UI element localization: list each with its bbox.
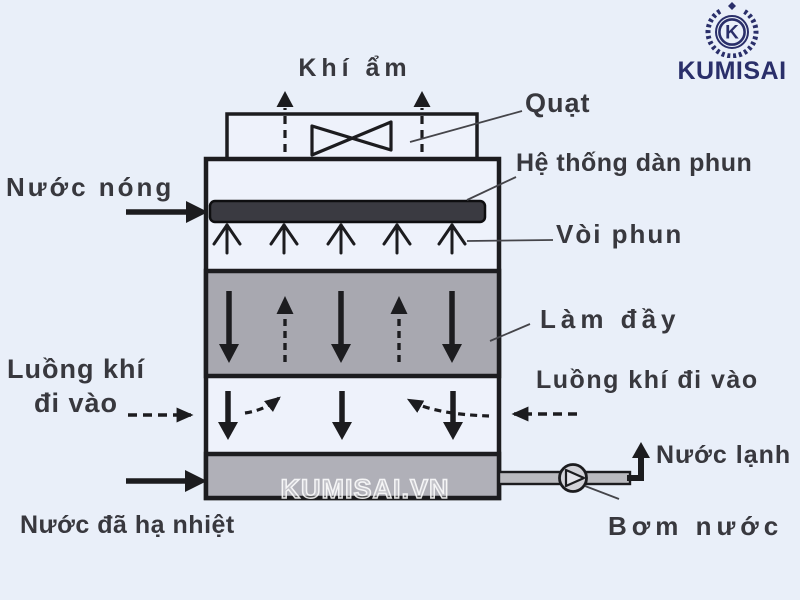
spray-system-leader-line [466, 176, 517, 201]
fill-leader-line [489, 323, 531, 342]
spray-nozzle-icon [269, 223, 299, 255]
leader-lines [409, 110, 620, 500]
label-nozzle: Vòi phun [556, 219, 684, 249]
fan-icon [310, 120, 393, 157]
pump-piping [497, 442, 650, 493]
spray-nozzle-icon [212, 223, 242, 255]
cooled-water-arrow-icon [126, 470, 207, 492]
label-spray-system: Hệ thống dàn phun [516, 149, 753, 177]
wreath-crest-icon [728, 2, 736, 10]
pipe-left [497, 470, 563, 486]
nozzle-leader-line [466, 239, 554, 242]
watermark: KUMISAI.VN [280, 473, 450, 505]
label-cold-water: Nước lạnh [656, 441, 792, 469]
label-hot-water: Nước nóng [6, 172, 175, 202]
spray-nozzle-icon [382, 223, 412, 255]
pump-leader-line [584, 485, 620, 500]
laurel-wreath-icon [705, 9, 759, 58]
logo-letter: K [725, 23, 739, 44]
spray-nozzle-icon [437, 223, 467, 255]
label-fill: Làm đầy [540, 304, 681, 334]
spray-nozzle-icon [326, 223, 356, 255]
water-basin [203, 451, 502, 501]
label-moist-air: Khí ẩm [298, 54, 412, 82]
label-air-in-left-line2: đi vào [33, 388, 119, 418]
hot-water-arrow-icon [126, 201, 208, 223]
moist-air-arrow-icon [276, 91, 431, 166]
label-fan: Quạt [525, 88, 591, 118]
spray-nozzles [212, 223, 467, 255]
fill-section [203, 268, 502, 379]
brand-name: KUMISAI [677, 57, 787, 85]
label-air-in-right: Luồng khí đi vào [536, 366, 759, 394]
water-pump-icon [558, 463, 588, 493]
brand-logo: K [705, 2, 759, 58]
air-inlet-arrows [218, 391, 490, 440]
fill-water-down-arrows [219, 291, 462, 363]
fill-air-up-arrows [276, 296, 408, 362]
label-cooled-water: Nước đã hạ nhiệt [20, 511, 235, 539]
cold-water-arrow-icon [627, 442, 650, 481]
label-air-in-left: Luồng khí đi vào [0, 352, 152, 420]
label-air-in-left-line1: Luồng khí [7, 354, 145, 384]
spray-header-bar [208, 199, 487, 224]
pipe-right [584, 470, 632, 486]
fan-leader-line [409, 110, 523, 143]
label-water-pump: Bơm nước [608, 511, 784, 541]
